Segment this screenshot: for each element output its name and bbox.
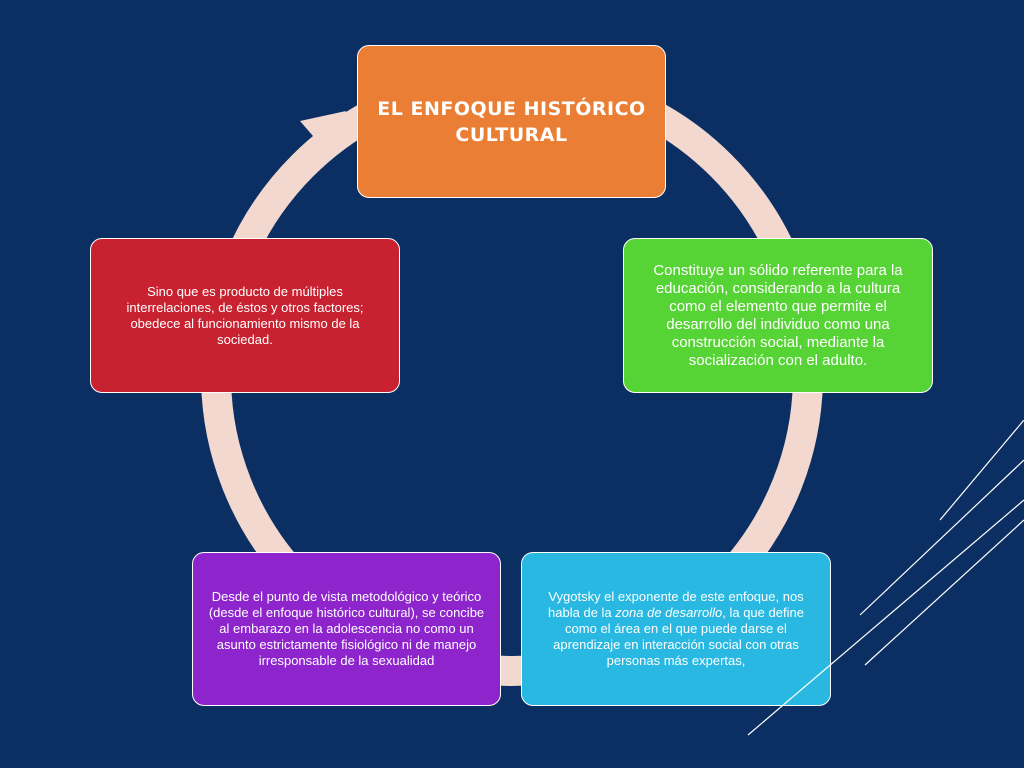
cyan-text-part-2: , la que define como el área en el que p… xyxy=(553,605,804,668)
cycle-arrow-head-icon xyxy=(300,111,346,158)
deco-line-3 xyxy=(747,499,1024,736)
deco-line-2 xyxy=(859,459,1024,616)
title-box: EL ENFOQUE HISTÓRICO CULTURAL xyxy=(357,45,666,198)
deco-line-1 xyxy=(939,420,1024,521)
decorative-diagonal-lines xyxy=(747,420,1024,736)
cyan-box-text: Vygotsky el exponente de este enfoque, n… xyxy=(534,589,818,669)
red-box: Sino que es producto de múltiples interr… xyxy=(90,238,400,393)
purple-box-text: Desde el punto de vista metodológico y t… xyxy=(208,589,485,668)
green-box-text: Constituye un sólido referente para la e… xyxy=(653,261,903,369)
deco-line-4 xyxy=(864,519,1024,666)
purple-box: Desde el punto de vista metodológico y t… xyxy=(192,552,501,706)
green-box: Constituye un sólido referente para la e… xyxy=(623,238,933,393)
title-text: EL ENFOQUE HISTÓRICO CULTURAL xyxy=(377,97,646,146)
cyan-box: Vygotsky el exponente de este enfoque, n… xyxy=(521,552,831,706)
zona-de-desarrollo-term: zona de desarrollo xyxy=(615,605,723,620)
cyan-text-part-1: Vygotsky el exponente de este enfoque, n… xyxy=(548,589,804,620)
red-box-text: Sino que es producto de múltiples interr… xyxy=(126,283,364,347)
